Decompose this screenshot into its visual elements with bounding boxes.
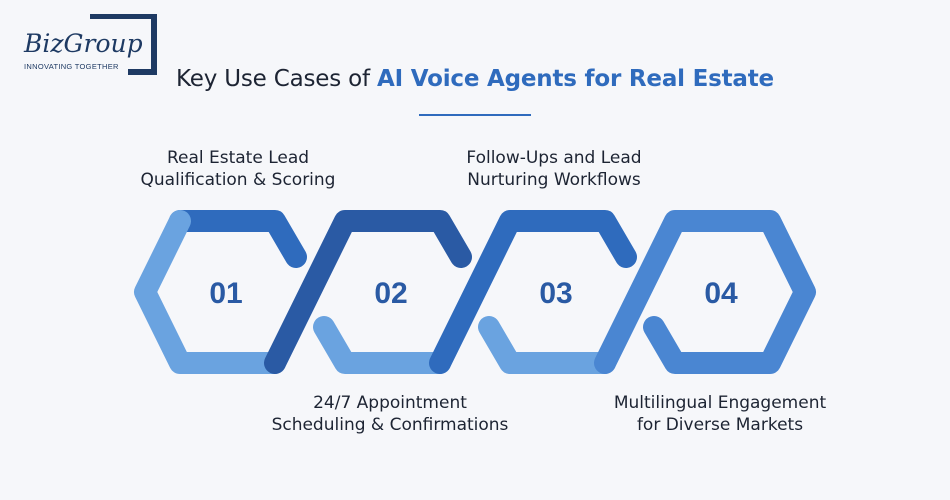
step-label-03-line2: Nurturing Workflows [467,170,641,190]
hexagon-02 [264,210,472,374]
step-label-03: Follow-Ups and Lead Nurturing Workflows [404,147,704,191]
step-label-03-line1: Follow-Ups and Lead [466,148,642,168]
page-title: Key Use Cases of AI Voice Agents for Rea… [0,66,950,92]
logo-tagline: INNOVATING TOGETHER [24,62,119,71]
title-underline [419,114,531,116]
step-label-04-line1: Multilingual Engagement [613,393,827,413]
hexagon-01 [134,210,307,374]
title-highlight: AI Voice Agents for Real Estate [377,66,774,92]
step-number-02: 02 [374,277,407,310]
bizgroup-logo: BizGroup INNOVATING TOGETHER [23,14,157,75]
step-number-04: 04 [704,277,738,310]
step-label-04: Multilingual Engagement for Diverse Mark… [570,392,870,436]
svg-text:INNOVATING TOGETHER: INNOVATING TOGETHER [24,62,119,71]
step-label-02: 24/7 Appointment Scheduling & Confirmati… [240,392,540,436]
step-label-01-line2: Qualification & Scoring [140,170,336,190]
step-number-01: 01 [209,277,242,310]
step-label-04-line2: for Diverse Markets [636,415,804,435]
step-label-02-line2: Scheduling & Confirmations [271,415,509,435]
step-label-01-line1: Real Estate Lead [166,148,310,168]
step-label-01: Real Estate Lead Qualification & Scoring [88,147,388,191]
step-label-02-line1: 24/7 Appointment [313,393,467,413]
svg-text:BizGroup: BizGroup [23,29,143,58]
hexagon-04 [594,210,816,374]
logo-text: BizGroup [23,29,143,58]
title-prefix: Key Use Cases of [176,66,377,92]
hexagon-03 [429,210,637,374]
step-number-03: 03 [539,277,572,310]
